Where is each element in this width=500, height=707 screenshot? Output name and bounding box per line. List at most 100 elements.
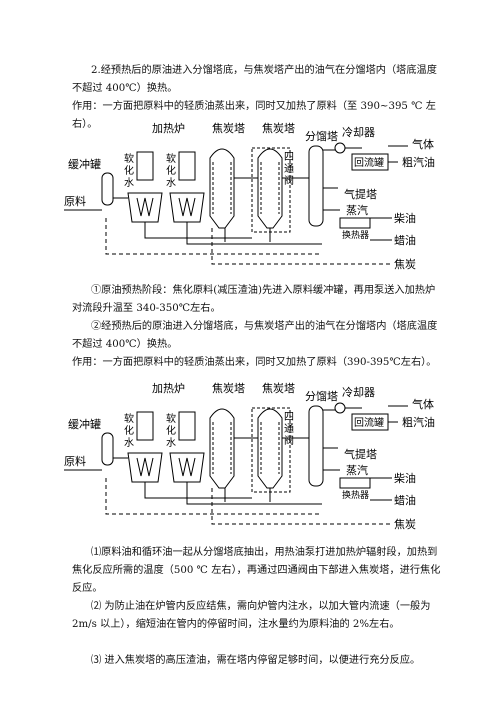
wax-oil-label: 蜡油 [394,493,416,507]
svg-text:回流罐: 回流罐 [354,416,384,429]
heater-left [127,411,163,483]
crude-gasoline-label: 粗汽油 [402,415,435,429]
cooler-label: 冷却器 [342,386,375,399]
heat-exchanger-label: 换热器 [342,489,369,501]
svg-text:气体: 气体 [412,137,434,151]
svg-text:通: 通 [284,163,294,175]
stripper-label: 气提塔 [344,447,377,461]
svg-text:阀: 阀 [284,434,294,447]
paragraph-step-3: ⑶ 进入焦炭塔的高压渣油，需在塔内停留足够时间，以便进行充分反应。 [91,655,421,666]
svg-text:化: 化 [124,424,134,437]
heat-exchanger [339,477,371,489]
coke-tower-label-2: 焦炭塔 [262,122,295,135]
svg-text:分馏塔: 分馏塔 [305,129,338,143]
svg-text:焦炭塔: 焦炭塔 [262,122,295,135]
svg-text:气提塔: 气提塔 [344,447,377,461]
coke-tower-enclosure [251,147,291,233]
svg-text:蒸汽: 蒸汽 [346,203,368,217]
coke-label: 焦炭 [394,258,416,271]
paragraph-preheat-stage: ①原油预热阶段：焦化原料(减压渣油)先进入原料缓冲罐，再用泵送入加热炉对流段升温… [72,285,436,314]
buffer-tank [101,172,114,206]
process-flow-diagram-top: 加热炉 焦炭塔 焦炭塔 分馏塔 冷却器 缓冲罐 软化水 软化水 四通阀 回流罐 … [64,122,435,271]
svg-text:四: 四 [284,412,294,423]
svg-text:焦炭塔: 焦炭塔 [212,122,245,135]
svg-text:软: 软 [124,412,134,425]
svg-text:焦炭: 焦炭 [394,518,416,531]
svg-text:蜡油: 蜡油 [394,493,416,507]
svg-text:原料: 原料 [64,194,86,208]
svg-text:化: 化 [124,164,134,177]
coke-tower-2 [257,408,283,489]
coke-tower-label-1: 焦炭塔 [212,382,245,395]
svg-text:软: 软 [166,412,176,425]
fractionator [308,405,324,487]
coke-label: 焦炭 [394,518,416,531]
reflux-tank-label: 回流罐 [354,156,384,169]
svg-text:柴油: 柴油 [394,471,416,485]
paragraph-function-note-2: 作用：一方面把原料中的轻质油蒸出来，同时又加热了原料（390-395℃左右）。 [72,357,437,368]
svg-text:水: 水 [166,437,176,449]
diesel-label: 柴油 [394,211,416,225]
svg-text:分馏塔: 分馏塔 [305,389,338,403]
svg-text:原料: 原料 [64,454,86,468]
svg-text:换热器: 换热器 [342,229,369,241]
coke-tower-label-2: 焦炭塔 [262,382,295,395]
heater-right [169,411,205,483]
paragraph-feed-to-fractionator: 2.经预热后的原油进入分馏塔底，与焦炭塔产出的油气在分馏塔内（塔底温度不超过 4… [72,65,437,94]
heater-left [127,151,163,223]
buffer-tank [101,432,114,466]
svg-text:加热炉: 加热炉 [152,122,185,135]
four-way-valve-label: 四通阀 [284,412,294,447]
cooler-label: 冷却器 [342,126,375,139]
steam-label: 蒸汽 [346,463,368,477]
svg-text:焦炭塔: 焦炭塔 [262,382,295,395]
buffer-tank-label: 缓冲罐 [68,157,101,171]
svg-text:回流罐: 回流罐 [354,156,384,169]
gas-label: 气体 [412,397,434,411]
svg-text:焦炭塔: 焦炭塔 [212,382,245,395]
heater-label: 加热炉 [152,382,185,395]
svg-text:气体: 气体 [412,397,434,411]
process-lines [64,145,408,265]
softened-water-label-1: 软化水 [124,412,134,449]
svg-text:粗汽油: 粗汽油 [402,155,435,169]
svg-text:水: 水 [166,177,176,189]
heat-exchanger [339,217,371,229]
svg-text:软: 软 [166,152,176,165]
svg-text:粗汽油: 粗汽油 [402,415,435,429]
svg-text:柴油: 柴油 [394,211,416,225]
svg-text:换热器: 换热器 [342,489,369,501]
coke-tower-1 [209,408,235,489]
softened-water-label-2: 软化水 [166,152,176,189]
svg-text:焦炭: 焦炭 [394,258,416,271]
fractionator-label: 分馏塔 [305,129,338,143]
svg-text:软: 软 [124,152,134,165]
feedstock-label: 原料 [64,454,86,468]
paragraph-step-2: ⑵ 为防止油在炉管内反应结焦，需向炉管内注水，以加大管内流速（一般为 2m/s … [72,601,431,630]
svg-text:化: 化 [166,424,176,437]
reflux-tank-label: 回流罐 [354,416,384,429]
svg-text:阀: 阀 [284,174,294,187]
four-way-valve-label: 四通阀 [284,152,294,187]
svg-text:水: 水 [124,437,134,449]
svg-text:蒸汽: 蒸汽 [346,463,368,477]
svg-text:缓冲罐: 缓冲罐 [68,417,101,431]
crude-gasoline-label: 粗汽油 [402,155,435,169]
svg-text:水: 水 [124,177,134,189]
fractionator-label: 分馏塔 [305,389,338,403]
svg-text:通: 通 [284,423,294,435]
process-lines [64,405,408,525]
gas-label: 气体 [412,137,434,151]
coke-tower-enclosure [251,407,291,493]
svg-text:气提塔: 气提塔 [344,187,377,201]
cooler [334,142,346,154]
paragraph-function-note: 作用：一方面把原料中的轻质油蒸出来，同时又加热了原料（至 390~395 ℃ 左… [72,101,436,130]
svg-text:冷却器: 冷却器 [342,126,375,139]
svg-text:四: 四 [284,152,294,163]
stripper-label: 气提塔 [344,187,377,201]
svg-text:冷却器: 冷却器 [342,386,375,399]
svg-text:蜡油: 蜡油 [394,233,416,247]
coke-tower-2 [257,148,283,229]
coke-tower-label-1: 焦炭塔 [212,122,245,135]
feedstock-label: 原料 [64,194,86,208]
